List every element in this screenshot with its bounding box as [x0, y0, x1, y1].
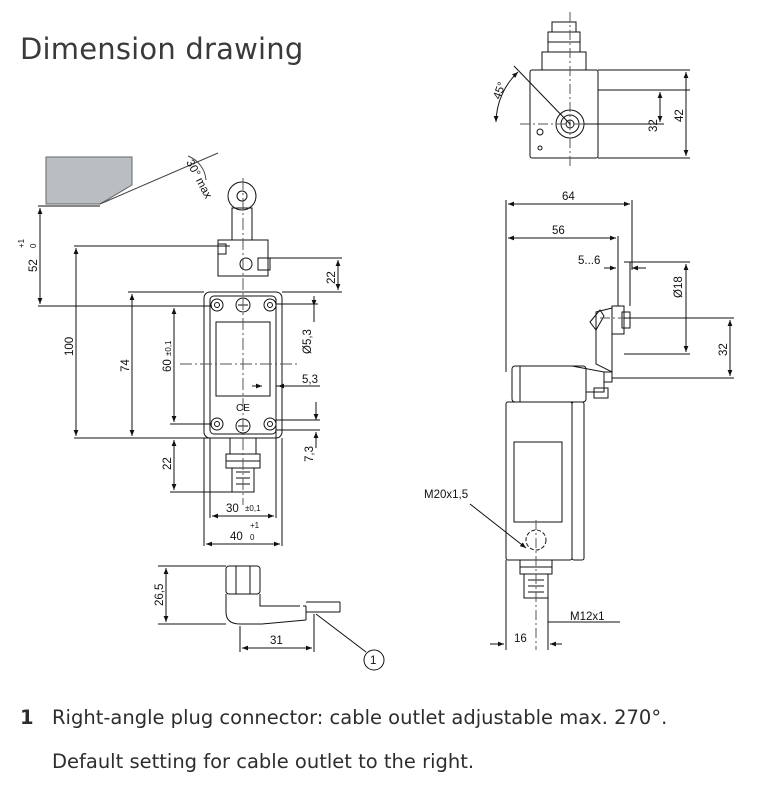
side-view-labels: 64 56 5...6 Ø18 32 M20x1,5 M12x1 16	[424, 191, 730, 645]
top-view-body	[529, 69, 599, 159]
thread-m12-label: M12x1	[570, 611, 605, 623]
dim-74-label: 74	[120, 359, 132, 372]
top-view	[493, 12, 690, 168]
front-view-labels: 30° max 52 +1 0 100 74 60 ±0,1 22 22 Ø5,…	[17, 158, 338, 543]
dim-60-label: 60	[162, 359, 174, 372]
plug-connector-view	[158, 565, 385, 671]
dim-52-tol-plus: +1	[17, 238, 26, 248]
plug-connector-labels: 26,5 31 1	[154, 584, 376, 667]
note-number: 1	[20, 706, 34, 729]
callout-circle	[363, 649, 385, 671]
dim-5-3-label: 5,3	[302, 374, 318, 386]
front-view: CE	[37, 152, 342, 547]
dim-56-label: 56	[552, 225, 565, 237]
page-title: Dimension drawing	[20, 32, 304, 66]
roller	[227, 181, 257, 211]
dim-dia-5-3-label: Ø5,3	[302, 329, 314, 354]
dim-31-label: 31	[270, 635, 283, 647]
callout-number: 1	[370, 655, 376, 667]
dim-16-label: 16	[514, 633, 527, 645]
angle-45-label: 45°	[492, 81, 509, 101]
actuating-cam	[45, 156, 133, 205]
dimension-drawing: CE	[17, 12, 734, 671]
dim-40-tol-zero: 0	[250, 533, 255, 542]
dim-22-top-label: 22	[326, 271, 338, 284]
dim-100-label: 100	[64, 337, 76, 356]
thread-m20-label: M20x1,5	[424, 489, 468, 501]
dim-26-5-label: 26,5	[154, 584, 166, 606]
note-line-2: Default setting for cable outlet to the …	[52, 750, 474, 773]
dim-32-side-label: 32	[718, 343, 730, 356]
dim-32-top-label: 32	[648, 119, 660, 132]
note-text-2: Default setting for cable outlet to the …	[52, 750, 475, 773]
dim-52-tol-zero: 0	[29, 243, 38, 248]
note-line-1: 1 Right-angle plug connector: cable outle…	[20, 706, 667, 729]
dim-30-tol: ±0,1	[245, 504, 261, 513]
angle-30-max-label: 30° max	[183, 158, 214, 201]
dim-30-label: 30	[226, 503, 239, 515]
side-view	[469, 200, 734, 650]
dim-22-bottom-label: 22	[162, 457, 174, 470]
dim-5-6-label: 5...6	[578, 255, 600, 267]
dim-42-top-label: 42	[674, 109, 686, 122]
dim-60-tol: ±0,1	[164, 340, 173, 356]
dim-52-label: 52	[28, 259, 40, 272]
dim-40-label: 40	[230, 531, 243, 543]
note-text-1: Right-angle plug connector: cable outlet…	[52, 706, 668, 729]
dim-dia-18-label: Ø18	[673, 276, 685, 298]
dim-40-tol-plus: +1	[250, 521, 260, 530]
dim-64-label: 64	[562, 191, 575, 203]
top-view-labels: 45° 32 42	[492, 81, 686, 132]
dim-7-3-label: 7,3	[304, 446, 316, 462]
